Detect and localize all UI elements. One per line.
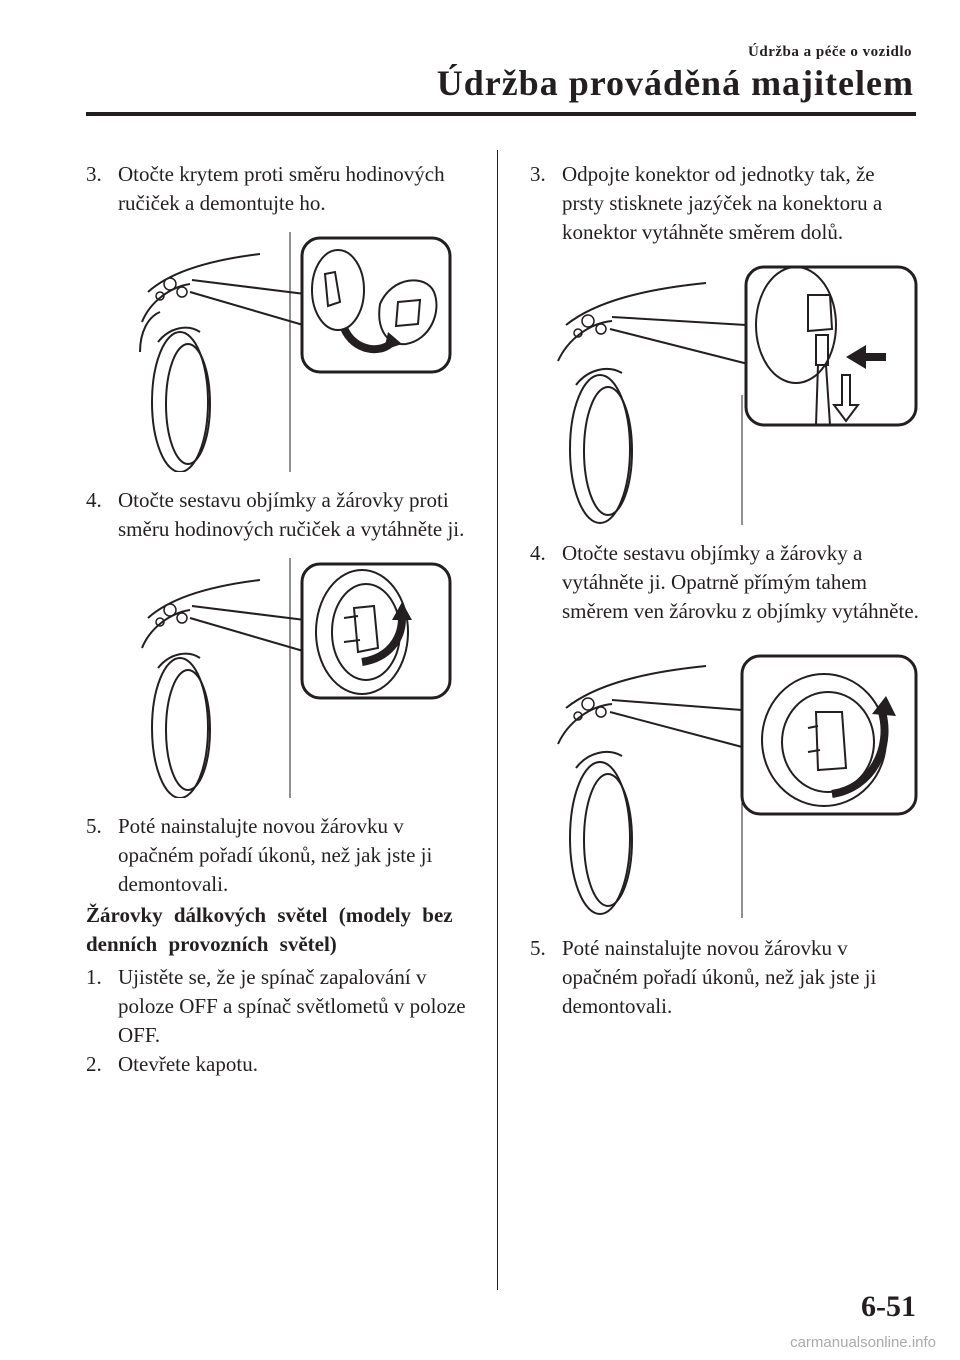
watermark: carmanualsonline.info	[790, 1334, 936, 1351]
column-divider	[497, 150, 498, 1290]
step-text: Otočte sestavu objímky a žárovky proti s…	[118, 488, 465, 541]
step-text: Odpojte konektor od jednotky tak, že prs…	[562, 162, 883, 244]
header-rule	[86, 112, 916, 116]
step-number: 4.	[530, 541, 546, 565]
right-column: 3. Odpojte konektor od jednotky tak, že …	[530, 160, 920, 1021]
step-number: 5.	[86, 814, 102, 838]
step-text: Otočte krytem proti směru hodinových ruč…	[118, 162, 445, 215]
illustration-disconnect-connector	[546, 265, 920, 525]
step-item: 1. Ujistěte se, že je spínač zapalování …	[86, 963, 476, 1050]
illustration-remove-cover	[130, 232, 476, 472]
step-item: 4. Otočte sestavu objímky a žárovky prot…	[86, 486, 476, 544]
step-text: Ujistěte se, že je spínač zapalování v p…	[118, 965, 466, 1047]
step-text: Poté nainstalujte novou žárovku v opačné…	[562, 936, 877, 1018]
step-item: 2. Otevřete kapotu.	[86, 1050, 476, 1079]
section-heading: Žárovky dálkových světel (modely bez den…	[86, 903, 453, 956]
step-number: 5.	[530, 936, 546, 960]
step-text: Otevřete kapotu.	[118, 1052, 258, 1076]
page-number: 6-51	[861, 1290, 916, 1323]
left-column: 3. Otočte krytem proti směru hodinových …	[86, 160, 476, 1079]
step-text: Otočte sestavu objímky a žárovky a vytáh…	[562, 541, 919, 623]
running-header-section: Údržba a péče o vozidlo	[748, 44, 912, 60]
illustration-remove-socket	[546, 648, 920, 918]
running-header-title: Údržba prováděná majitelem	[436, 63, 914, 103]
step-item: 5. Poté nainstalujte novou žárovku v opa…	[530, 934, 920, 1021]
step-number: 1.	[86, 965, 102, 989]
step-text: Poté nainstalujte novou žárovku v opačné…	[118, 814, 433, 896]
step-number: 3.	[86, 162, 102, 186]
step-item: 5. Poté nainstalujte novou žárovku v opa…	[86, 812, 476, 899]
step-item: 4. Otočte sestavu objímky a žárovky a vy…	[530, 539, 920, 626]
step-number: 4.	[86, 488, 102, 512]
step-item: 3. Odpojte konektor od jednotky tak, že …	[530, 160, 920, 247]
illustration-rotate-socket	[130, 558, 476, 798]
step-number: 3.	[530, 162, 546, 186]
step-number: 2.	[86, 1052, 102, 1076]
step-item: 3. Otočte krytem proti směru hodinových …	[86, 160, 476, 218]
